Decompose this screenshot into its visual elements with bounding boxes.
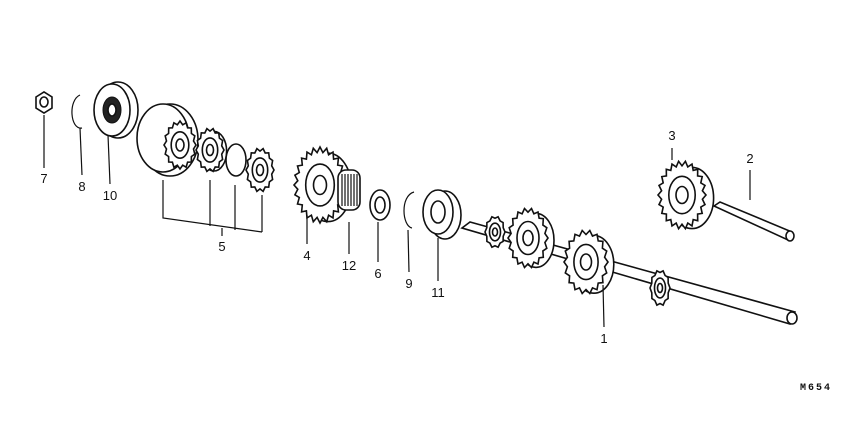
thrust-washer-6-bore bbox=[374, 196, 386, 214]
nut-bore bbox=[39, 96, 49, 108]
mainshaft-gear-a-bore bbox=[522, 229, 534, 247]
callout-1: 1 bbox=[600, 331, 607, 346]
callout-12: 12 bbox=[342, 258, 356, 273]
leader-lines bbox=[43, 115, 751, 328]
callout-labels: 7 8 10 5 4 12 6 9 11 1 3 2 bbox=[40, 128, 753, 346]
synchro-ring-wire bbox=[225, 143, 247, 177]
callout-10: 10 bbox=[103, 188, 117, 203]
callout-5: 5 bbox=[218, 239, 225, 254]
callout-7: 7 bbox=[40, 171, 47, 186]
reverse-idler-gear-3-bore bbox=[675, 185, 689, 205]
callout-3: 3 bbox=[668, 128, 675, 143]
callout-6: 6 bbox=[374, 266, 381, 281]
callout-2: 2 bbox=[746, 151, 753, 166]
synchro-hub-bore bbox=[175, 138, 185, 152]
reverse-idler-shaft-end bbox=[785, 230, 795, 242]
snap-ring-8 bbox=[71, 94, 83, 129]
callout-8: 8 bbox=[78, 179, 85, 194]
mainshaft-spline-bore bbox=[491, 227, 499, 237]
snap-ring-9 bbox=[403, 191, 415, 229]
synchro-gear-bore bbox=[205, 143, 215, 157]
mainshaft-end bbox=[786, 311, 798, 325]
bearing-11-bore bbox=[430, 200, 446, 224]
reverse-idler-shaft-2 bbox=[712, 201, 794, 242]
diagram-code: M654 bbox=[800, 383, 832, 394]
callout-4: 4 bbox=[303, 248, 310, 263]
gear-4-bore bbox=[312, 174, 328, 196]
mainshaft-gear-b-bore bbox=[579, 253, 593, 271]
synchro-ring-bore bbox=[255, 163, 265, 177]
bearing-10-bore bbox=[107, 103, 117, 117]
mainshaft-gear-c-bore bbox=[656, 282, 664, 294]
callout-9: 9 bbox=[405, 276, 412, 291]
callout-11: 11 bbox=[431, 285, 445, 300]
